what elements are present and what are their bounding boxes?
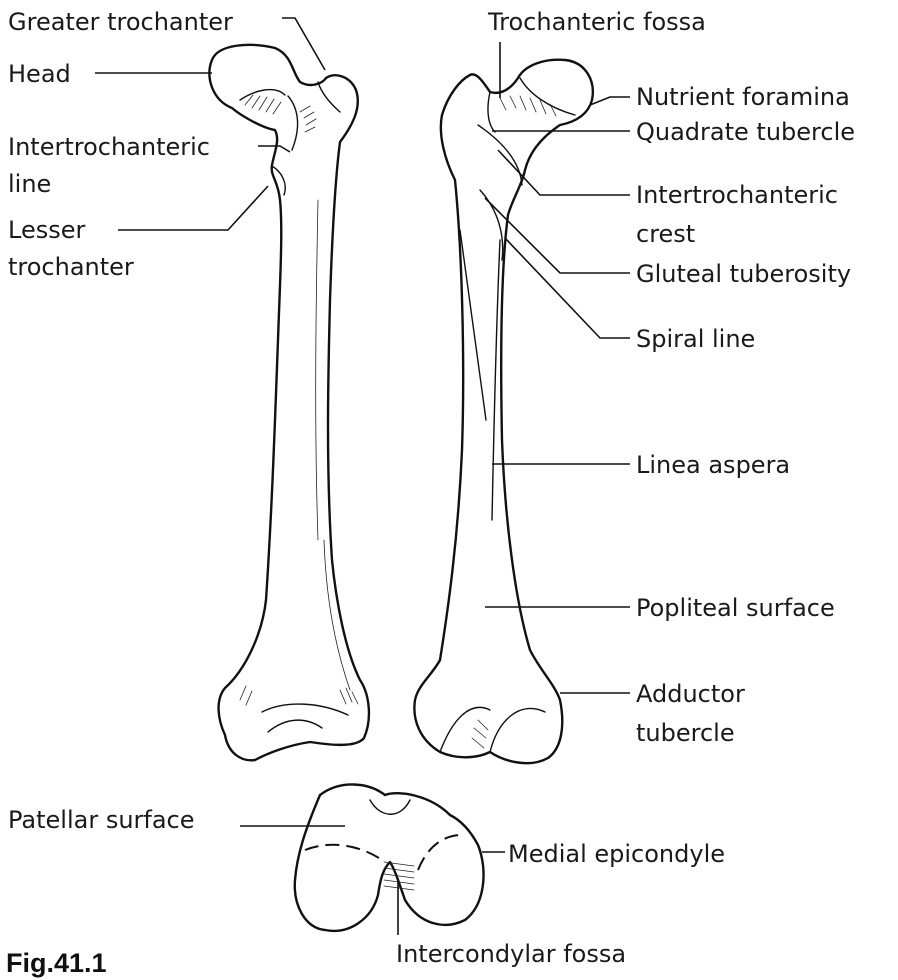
label-patellar-surface: Patellar surface	[8, 806, 195, 834]
leader-lines	[95, 17, 630, 935]
femur-posterior-outline	[413, 58, 595, 765]
label-intercondylar-fossa: Intercondylar fossa	[396, 940, 626, 968]
labels: Greater trochanter Head Intertrochanteri…	[6, 8, 855, 978]
label-greater-trochanter: Greater trochanter	[8, 8, 233, 36]
femur-anterior-view	[208, 43, 371, 762]
posterior-condyle-medial	[489, 707, 546, 753]
leader-nutrient-foramina	[589, 96, 630, 106]
label-intertrochanteric-crest-2: crest	[636, 220, 695, 248]
label-spiral-line: Spiral line	[636, 325, 755, 353]
leader-gluteal-tuberosity	[484, 197, 630, 274]
label-lesser-trochanter-1: Lesser	[8, 216, 85, 244]
greater-trochanter-curve	[317, 81, 341, 113]
leader-lesser-trochanter	[118, 185, 269, 231]
linea-aspera-line	[491, 239, 501, 521]
figure-caption: Fig.41.1	[6, 948, 107, 978]
femur-posterior-view	[413, 58, 595, 765]
leader-intertrochanteric-crest	[497, 149, 630, 196]
intertrochanteric-ridge	[287, 95, 299, 151]
femur-distal-view	[293, 783, 485, 933]
leader-spiral-line	[504, 237, 630, 339]
spiral-line-curve	[459, 229, 487, 421]
label-quadrate-tubercle: Quadrate tubercle	[636, 118, 855, 146]
neck-hatch-posterior	[499, 95, 557, 117]
posterior-condyle-lateral	[439, 706, 491, 753]
label-intertrochanteric-line-2: line	[8, 170, 51, 198]
label-trochanteric-fossa: Trochanteric fossa	[487, 8, 706, 36]
gluteal-tuberosity-ridge	[479, 189, 504, 261]
label-lesser-trochanter-2: trochanter	[8, 253, 134, 281]
label-nutrient-foramina: Nutrient foramina	[636, 83, 850, 111]
label-gluteal-tuberosity: Gluteal tuberosity	[636, 260, 851, 288]
neck-hatch	[244, 94, 317, 133]
label-linea-aspera: Linea aspera	[636, 451, 790, 479]
intercondylar-fossa-hatch	[383, 861, 415, 891]
distal-end-outline	[293, 783, 485, 933]
femur-anterior-outline	[208, 43, 371, 762]
patellar-articular-boundary-right	[417, 834, 463, 871]
distal-patellar-notch	[267, 719, 323, 733]
label-adductor-tubercle-2: tubercle	[636, 719, 735, 747]
label-intertrochanteric-crest-1: Intertrochanteric	[636, 181, 838, 209]
posterior-head-curve	[519, 77, 576, 116]
trochanteric-fossa-curve	[487, 91, 496, 133]
distal-hatch	[239, 685, 359, 706]
label-popliteal-surface: Popliteal surface	[636, 594, 835, 622]
leader-intertrochanteric-line	[258, 145, 291, 153]
label-medial-epicondyle: Medial epicondyle	[508, 840, 725, 868]
lesser-trochanter-bump	[271, 165, 286, 196]
shaft-lines	[315, 199, 351, 691]
label-adductor-tubercle-1: Adductor	[636, 680, 745, 708]
label-head: Head	[8, 60, 71, 88]
femur-head-curve	[239, 88, 286, 101]
patellar-articular-boundary-left	[304, 843, 383, 861]
label-intertrochanteric-line-1: Intertrochanteric	[8, 133, 210, 161]
intercondylar-hatch-posterior	[471, 719, 489, 749]
leader-greater-trochanter	[282, 17, 326, 71]
distal-condyle-line	[261, 703, 349, 716]
distal-patellar-groove	[369, 799, 411, 815]
intertrochanteric-crest-line	[477, 124, 523, 186]
